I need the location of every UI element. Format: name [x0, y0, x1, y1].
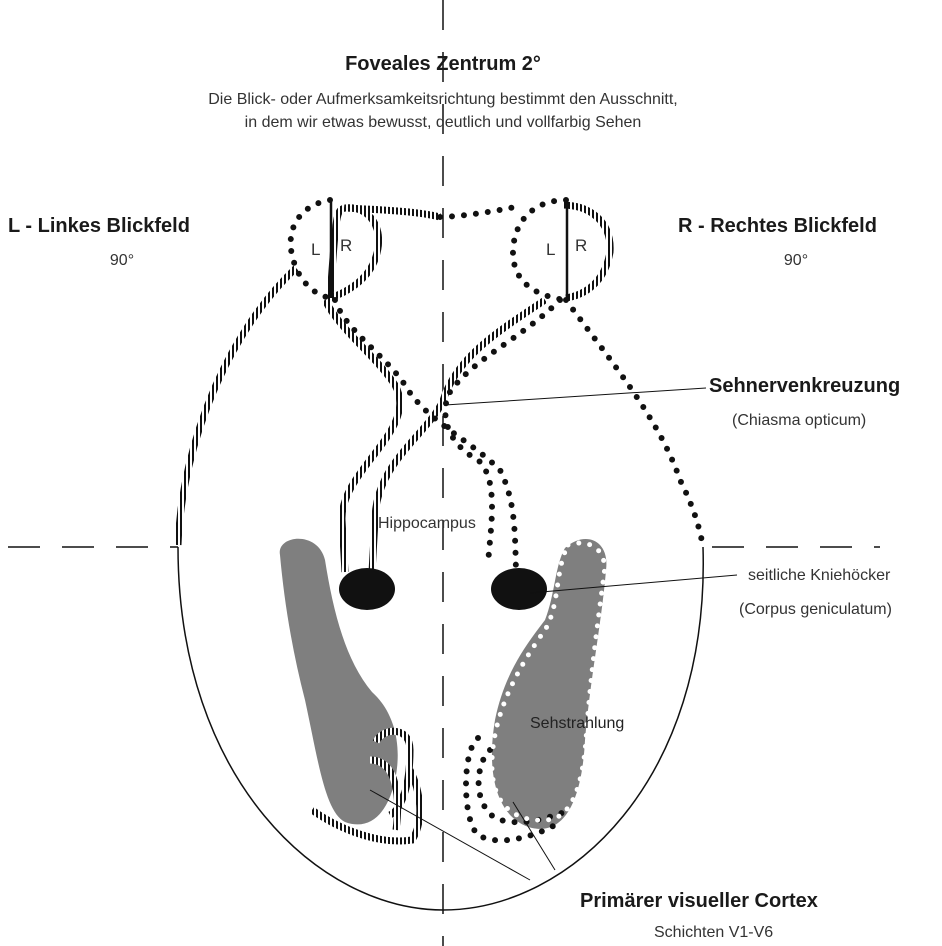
chiasma-latin: (Chiasma opticum) — [732, 412, 866, 430]
cortex-layers: Schichten V1-V6 — [654, 924, 773, 942]
geniculate-title: seitliche Kniehöcker — [748, 567, 890, 585]
right-field-angle: 90° — [756, 252, 836, 270]
right-eye-label-R: R — [575, 236, 587, 256]
left-field-angle: 90° — [82, 252, 162, 270]
head-outline — [178, 547, 703, 910]
fovea-description-line1: Die Blick- oder Aufmerksamkeitsrichtung … — [0, 91, 886, 109]
radiation-label: Sehstrahlung — [530, 715, 624, 733]
left-field-title: L - Linkes Blickfeld — [8, 215, 190, 238]
chiasma-title: Sehnervenkreuzung — [709, 375, 900, 398]
left-geniculate-nucleus — [339, 568, 395, 610]
fovea-title: Foveales Zentrum 2° — [0, 53, 886, 76]
geniculate-latin: (Corpus geniculatum) — [739, 601, 892, 619]
hippocampus-label: Hippocampus — [378, 515, 476, 533]
chiasma-pointer-line — [445, 388, 706, 405]
right-eye-label-L: L — [546, 240, 555, 260]
right-field-title: R - Rechtes Blickfeld — [678, 215, 877, 238]
left-eye-label-R: R — [340, 236, 352, 256]
fovea-description-line2: in dem wir etwas bewusst, deutlich und v… — [0, 114, 886, 132]
cortex-title: Primärer visueller Cortex — [580, 890, 818, 913]
left-eye-label-L: L — [311, 240, 320, 260]
right-geniculate-nucleus — [491, 568, 547, 610]
